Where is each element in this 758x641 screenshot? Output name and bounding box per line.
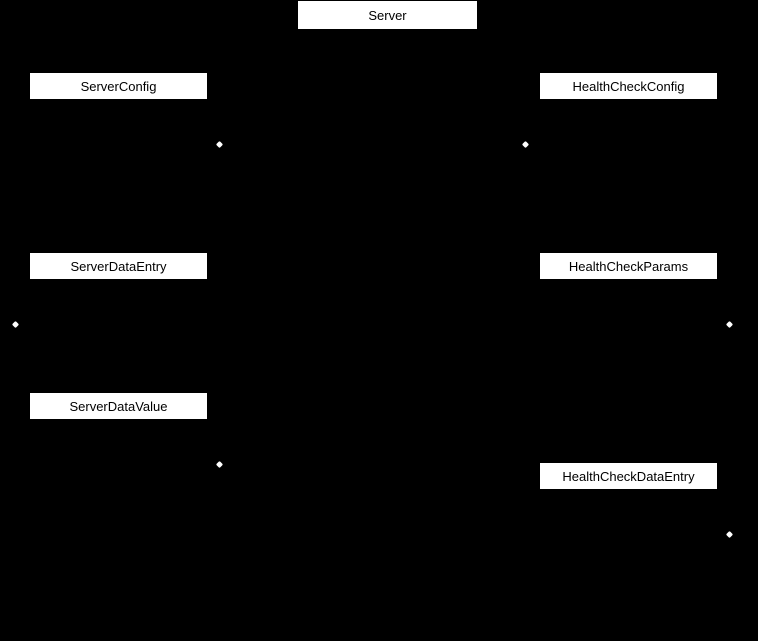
node-health-check-config-label: HealthCheckConfig <box>572 78 685 94</box>
node-server-data-value: ServerDataValue <box>29 392 208 420</box>
node-server-label: Server <box>368 7 407 23</box>
aggregation-diamond-icon <box>215 460 224 469</box>
aggregation-diamond-icon <box>11 320 20 329</box>
node-server-data-entry: ServerDataEntry <box>29 252 208 280</box>
aggregation-diamond-icon <box>215 140 224 149</box>
node-server-data-value-label: ServerDataValue <box>69 398 168 414</box>
node-server-config: ServerConfig <box>29 72 208 100</box>
node-health-check-data-entry-label: HealthCheckDataEntry <box>562 468 695 484</box>
node-health-check-config: HealthCheckConfig <box>539 72 718 100</box>
aggregation-diamond-icon <box>725 320 734 329</box>
node-health-check-params-label: HealthCheckParams <box>568 258 689 274</box>
aggregation-diamond-icon <box>725 530 734 539</box>
node-health-check-data-entry: HealthCheckDataEntry <box>539 462 718 490</box>
node-health-check-params: HealthCheckParams <box>539 252 718 280</box>
node-server-config-label: ServerConfig <box>80 78 157 94</box>
node-server: Server <box>297 0 478 30</box>
aggregation-diamond-icon <box>521 140 530 149</box>
node-server-data-entry-label: ServerDataEntry <box>70 258 167 274</box>
